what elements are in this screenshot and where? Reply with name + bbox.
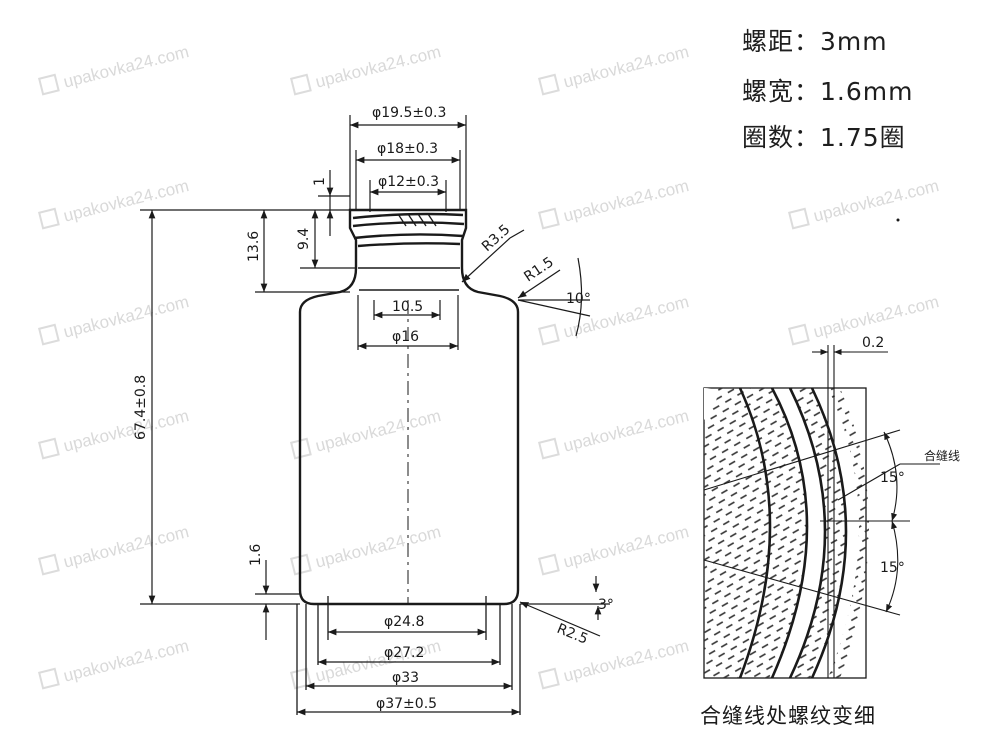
dim-r1-5: R1.5: [521, 254, 556, 285]
dim-d16: φ16: [392, 329, 419, 345]
dim-d33: φ33: [392, 670, 419, 686]
detail-gap: 0.2: [862, 335, 884, 351]
bottle-outline: [298, 208, 520, 606]
thread-hatch: [397, 213, 437, 227]
dim-1-6: 1.6: [248, 544, 264, 566]
dim-9-4: 9.4: [296, 228, 312, 250]
dim-r2-5: R2.5: [555, 621, 591, 648]
dim-d24-8: φ24.8: [384, 614, 424, 630]
top-dimensions: [349, 115, 467, 350]
radius-leaders: [461, 229, 610, 637]
dim-d37: φ37±0.5: [376, 696, 437, 712]
seam-line-label: 合缝线: [924, 448, 960, 463]
dim-67-4: 67.4±0.8: [133, 375, 149, 440]
dim-1: 1: [312, 177, 328, 186]
seam-detail: [703, 345, 940, 679]
dim-13-6: 13.6: [246, 231, 262, 262]
spec-turns: 圈数：1.75圈: [742, 123, 906, 152]
dim-angle-3: 3°: [598, 597, 614, 613]
dim-angle-10: 10°: [566, 291, 591, 307]
detail-angle-bottom: 15°: [880, 560, 905, 576]
dim-d27-2: φ27.2: [384, 645, 424, 661]
dim-d18: φ18±0.3: [377, 141, 438, 157]
dim-d12: φ12±0.3: [378, 174, 439, 190]
height-dimensions: [140, 170, 356, 640]
spec-pitch: 螺距：3mm: [742, 27, 888, 56]
stray-dot: [896, 218, 900, 222]
dim-d19-5: φ19.5±0.3: [372, 105, 446, 121]
dim-10-5: 10.5: [392, 299, 423, 315]
spec-thread-width: 螺宽：1.6mm: [742, 77, 914, 106]
base-lines: [296, 596, 521, 715]
detail-caption: 合缝线处螺纹变细: [700, 704, 876, 728]
bottom-dimensions: [297, 628, 520, 716]
detail-angle-top: 15°: [880, 470, 905, 486]
